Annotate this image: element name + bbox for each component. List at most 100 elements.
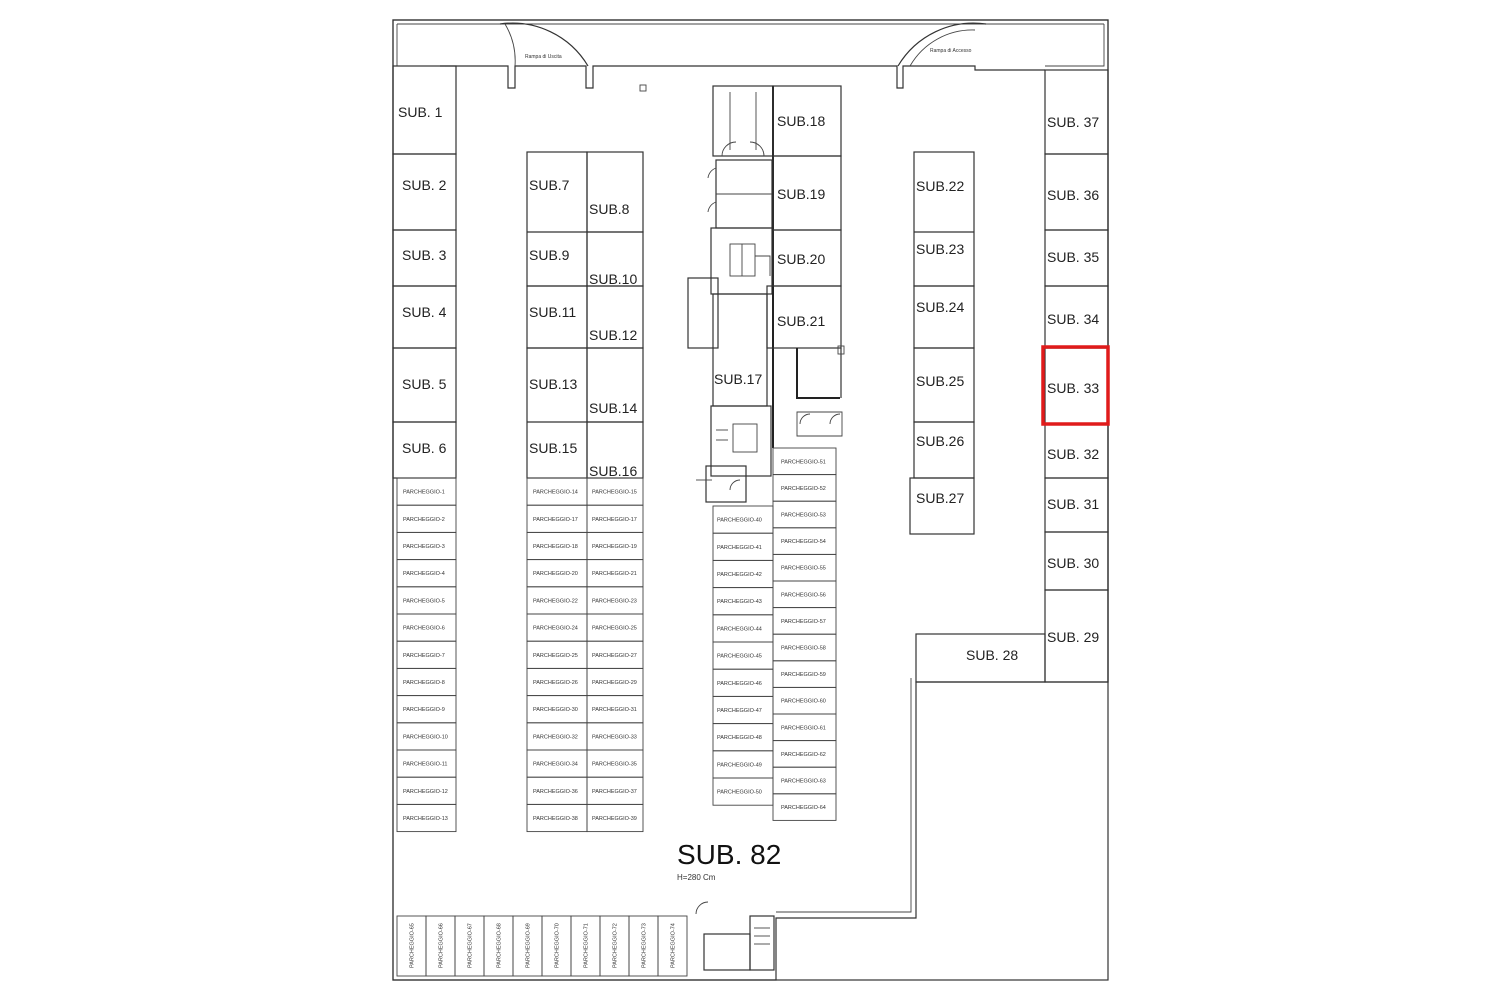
parking-stall-label: PARCHEGGIO-38 bbox=[533, 816, 578, 822]
unit-sub1: SUB. 1 bbox=[398, 104, 443, 120]
unit-sub30: SUB. 30 bbox=[1047, 555, 1099, 571]
unit-sub20: SUB.20 bbox=[777, 251, 825, 267]
parking-stall-label: PARCHEGGIO-45 bbox=[717, 654, 762, 660]
parking-stall-label: PARCHEGGIO-4 bbox=[403, 571, 445, 577]
unit-sub18: SUB.18 bbox=[777, 113, 825, 129]
unit-sub37: SUB. 37 bbox=[1047, 114, 1099, 130]
unit-sub33: SUB. 33 bbox=[1047, 380, 1099, 396]
parking-stall-label: PARCHEGGIO-58 bbox=[781, 646, 826, 652]
unit-sub36: SUB. 36 bbox=[1047, 187, 1099, 203]
unit-sub17: SUB.17 bbox=[714, 371, 762, 387]
parking-stall-label: PARCHEGGIO-34 bbox=[533, 762, 578, 768]
unit-sub8: SUB.8 bbox=[589, 201, 630, 217]
parking-stall-label: PARCHEGGIO-55 bbox=[781, 566, 826, 572]
parking-stall-label: PARCHEGGIO-43 bbox=[717, 599, 762, 605]
parking-stall-label: PARCHEGGIO-13 bbox=[403, 816, 448, 822]
parking-stall-label: PARCHEGGIO-61 bbox=[781, 725, 826, 731]
unit-sub4: SUB. 4 bbox=[402, 304, 447, 320]
parking-stall-label: PARCHEGGIO-30 bbox=[533, 707, 578, 713]
parking-stall-label: PARCHEGGIO-22 bbox=[533, 598, 578, 604]
parking-stall-label: PARCHEGGIO-11 bbox=[403, 762, 447, 768]
parking-stall-label: PARCHEGGIO-57 bbox=[781, 619, 826, 625]
unit-sub28: SUB. 28 bbox=[966, 647, 1018, 663]
parking-stall-label: PARCHEGGIO-26 bbox=[533, 680, 578, 686]
parking-stall-label: PARCHEGGIO-73 bbox=[642, 923, 648, 968]
parking-stall-label: PARCHEGGIO-50 bbox=[717, 790, 762, 796]
parking-stall-label: PARCHEGGIO-21 bbox=[592, 571, 637, 577]
parking-stall-label: PARCHEGGIO-6 bbox=[403, 626, 445, 632]
unit-sub32: SUB. 32 bbox=[1047, 446, 1099, 462]
main-unit-label: SUB. 82 bbox=[677, 839, 781, 870]
parking-stall-label: PARCHEGGIO-17 bbox=[533, 517, 578, 523]
parking-stall-label: PARCHEGGIO-2 bbox=[403, 517, 445, 523]
unit-sub7: SUB.7 bbox=[529, 177, 570, 193]
unit-sub26: SUB.26 bbox=[916, 433, 964, 449]
unit-sub35: SUB. 35 bbox=[1047, 249, 1099, 265]
units-block-b: SUB.7 SUB.8 SUB.9 SUB.10 SUB.11 SUB.12 S… bbox=[526, 151, 644, 479]
outer-walls bbox=[392, 19, 1109, 981]
parking-stall-label: PARCHEGGIO-74 bbox=[671, 923, 677, 968]
parking-stall-label: PARCHEGGIO-37 bbox=[592, 789, 637, 795]
unit-sub27: SUB.27 bbox=[916, 490, 964, 506]
unit-sub11: SUB.11 bbox=[529, 304, 576, 320]
parking-stall-label: PARCHEGGIO-3 bbox=[403, 544, 445, 550]
unit-sub22: SUB.22 bbox=[916, 178, 964, 194]
unit-sub6: SUB. 6 bbox=[402, 440, 447, 456]
parking-stall-label: PARCHEGGIO-39 bbox=[592, 816, 637, 822]
units-block-d: SUB.22 SUB.23 SUB.24 SUB.25 SUB.26 SUB.2… bbox=[909, 151, 975, 535]
parking-stall bbox=[586, 803, 644, 833]
ramp-entry-label: Rampa di Accesso bbox=[930, 48, 972, 54]
parking-stalls: PARCHEGGIO-1PARCHEGGIO-2PARCHEGGIO-3PARC… bbox=[396, 447, 837, 977]
unit-sub21: SUB.21 bbox=[777, 313, 825, 329]
parking-stall-label: PARCHEGGIO-19 bbox=[592, 544, 637, 550]
unit-sub13: SUB.13 bbox=[529, 376, 577, 392]
parking-stall-label: PARCHEGGIO-64 bbox=[781, 805, 826, 811]
parking-stall-label: PARCHEGGIO-25 bbox=[533, 653, 578, 659]
parking-stall-label: PARCHEGGIO-12 bbox=[403, 789, 448, 795]
pillar bbox=[639, 84, 647, 92]
parking-stall-label: PARCHEGGIO-44 bbox=[717, 626, 762, 632]
parking-stall bbox=[657, 915, 688, 977]
parking-stall-label: PARCHEGGIO-14 bbox=[533, 490, 578, 496]
unit-sub2: SUB. 2 bbox=[402, 177, 447, 193]
parking-stall-label: PARCHEGGIO-67 bbox=[468, 923, 474, 968]
ramp-entry: Rampa di Accesso bbox=[897, 22, 987, 67]
unit-sub10: SUB.10 bbox=[589, 271, 637, 287]
units-left-column: SUB. 1 SUB. 2 SUB. 3 SUB. 4 SUB. 5 SUB. … bbox=[392, 65, 457, 479]
parking-stall-label: PARCHEGGIO-66 bbox=[439, 923, 445, 968]
unit-sub9: SUB.9 bbox=[529, 247, 570, 263]
parking-stall-label: PARCHEGGIO-65 bbox=[410, 923, 416, 968]
parking-stall-label: PARCHEGGIO-48 bbox=[717, 735, 762, 741]
parking-stall-label: PARCHEGGIO-35 bbox=[592, 762, 637, 768]
parking-stall-label: PARCHEGGIO-1 bbox=[403, 490, 445, 496]
units-block-c: SUB.18 SUB.19 SUB.20 SUB.21 bbox=[766, 85, 845, 437]
parking-stall-label: PARCHEGGIO-25 bbox=[592, 626, 637, 632]
parking-stall-label: PARCHEGGIO-8 bbox=[403, 680, 445, 686]
height-note: H=280 Cm bbox=[677, 873, 716, 882]
parking-stall-label: PARCHEGGIO-51 bbox=[781, 459, 826, 465]
parking-stall-label: PARCHEGGIO-31 bbox=[592, 707, 637, 713]
parking-stall-label: PARCHEGGIO-52 bbox=[781, 486, 826, 492]
parking-stall-label: PARCHEGGIO-23 bbox=[592, 598, 637, 604]
parking-stall-label: PARCHEGGIO-59 bbox=[781, 672, 826, 678]
parking-stall-label: PARCHEGGIO-20 bbox=[533, 571, 578, 577]
unit-sub23: SUB.23 bbox=[916, 241, 964, 257]
parking-stall-label: PARCHEGGIO-40 bbox=[717, 518, 762, 524]
parking-stall-label: PARCHEGGIO-18 bbox=[533, 544, 578, 550]
parking-stall-label: PARCHEGGIO-63 bbox=[781, 779, 826, 785]
parking-stall-label: PARCHEGGIO-10 bbox=[403, 734, 448, 740]
selected-unit-highlight[interactable] bbox=[1041, 345, 1110, 426]
parking-stall-label: PARCHEGGIO-33 bbox=[592, 734, 637, 740]
parking-stall-label: PARCHEGGIO-7 bbox=[403, 653, 445, 659]
unit-sub5: SUB. 5 bbox=[402, 376, 447, 392]
parking-stall-label: PARCHEGGIO-72 bbox=[613, 923, 619, 968]
parking-stall-label: PARCHEGGIO-68 bbox=[497, 923, 503, 968]
parking-stall-label: PARCHEGGIO-29 bbox=[592, 680, 637, 686]
parking-stall-label: PARCHEGGIO-32 bbox=[533, 734, 578, 740]
unit-sub12: SUB.12 bbox=[589, 327, 637, 343]
unit-sub25: SUB.25 bbox=[916, 373, 964, 389]
unit-sub24: SUB.24 bbox=[916, 299, 964, 315]
ramp-exit-label: Rampa di Uscita bbox=[525, 54, 562, 60]
parking-stall-label: PARCHEGGIO-53 bbox=[781, 513, 826, 519]
parking-stall-label: PARCHEGGIO-56 bbox=[781, 592, 826, 598]
